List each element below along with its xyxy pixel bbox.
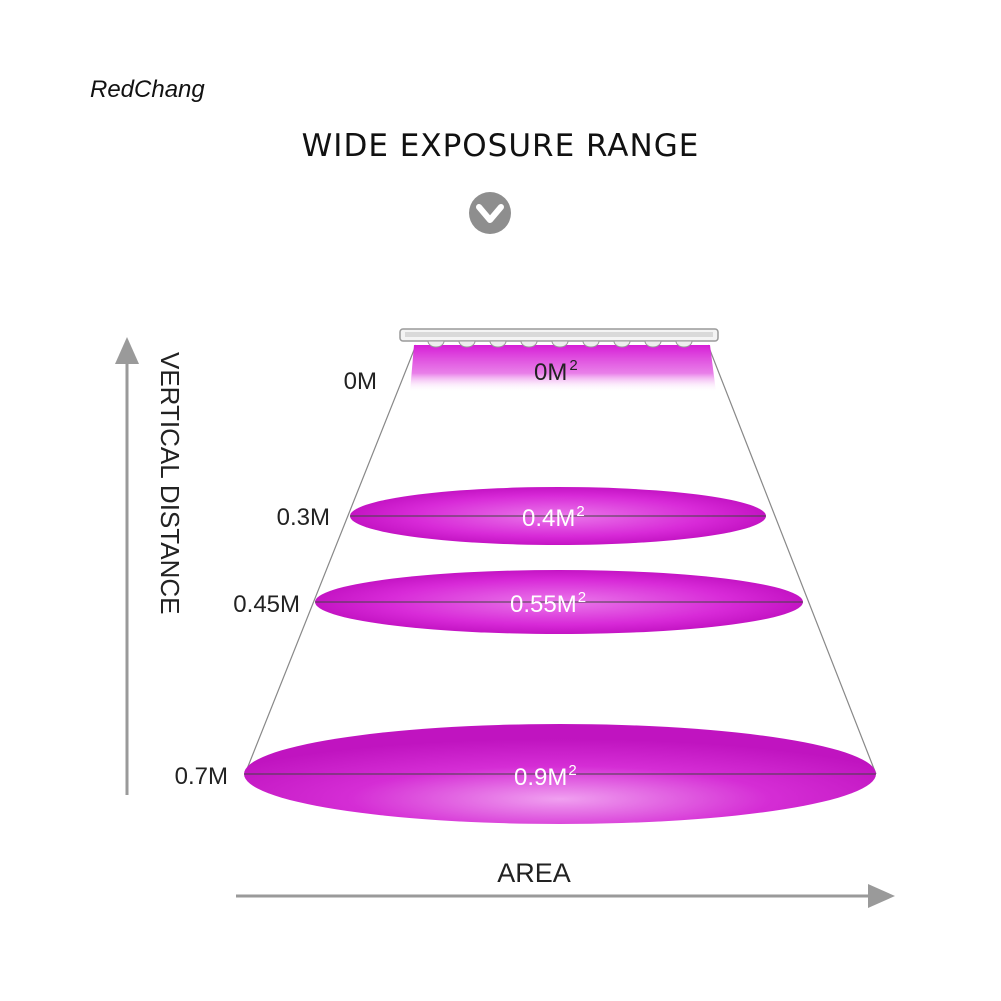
area-value-2: 0.55M bbox=[510, 591, 577, 618]
svg-text:0.4M2: 0.4M2 bbox=[522, 503, 585, 532]
page-title: WIDE EXPOSURE RANGE bbox=[301, 128, 700, 164]
distance-label-0: 0M bbox=[344, 368, 377, 395]
vertical-axis-arrow bbox=[115, 337, 139, 795]
area-value-1: 0.4M bbox=[522, 505, 575, 532]
area-value-3: 0.9M bbox=[514, 764, 567, 791]
svg-text:0.9M2: 0.9M2 bbox=[514, 762, 577, 791]
svg-text:0M2: 0M2 bbox=[534, 357, 578, 386]
vertical-axis-label: VERTICAL DISTANCE bbox=[155, 352, 185, 614]
area-exponent-2: 2 bbox=[578, 589, 586, 606]
area-exponent-1: 2 bbox=[576, 503, 584, 520]
cone-right-edge bbox=[707, 344, 877, 775]
area-exponent-0: 2 bbox=[569, 357, 577, 374]
distance-label-3: 0.7M bbox=[175, 763, 228, 790]
horizontal-axis-arrow bbox=[236, 884, 895, 908]
horizontal-axis-label: AREA bbox=[497, 858, 571, 888]
area-exponent-3: 2 bbox=[568, 762, 576, 779]
area-value-0: 0M bbox=[534, 359, 567, 386]
cone-left-edge bbox=[244, 344, 417, 775]
led-grow-light-bar-icon bbox=[399, 328, 719, 348]
brand-logo-text: RedChang bbox=[90, 76, 205, 103]
distance-label-1: 0.3M bbox=[277, 504, 330, 531]
chevron-down-circle-icon bbox=[469, 192, 511, 234]
svg-text:0.55M2: 0.55M2 bbox=[510, 589, 586, 618]
distance-label-2: 0.45M bbox=[233, 591, 300, 618]
top-light-glow bbox=[410, 345, 716, 392]
